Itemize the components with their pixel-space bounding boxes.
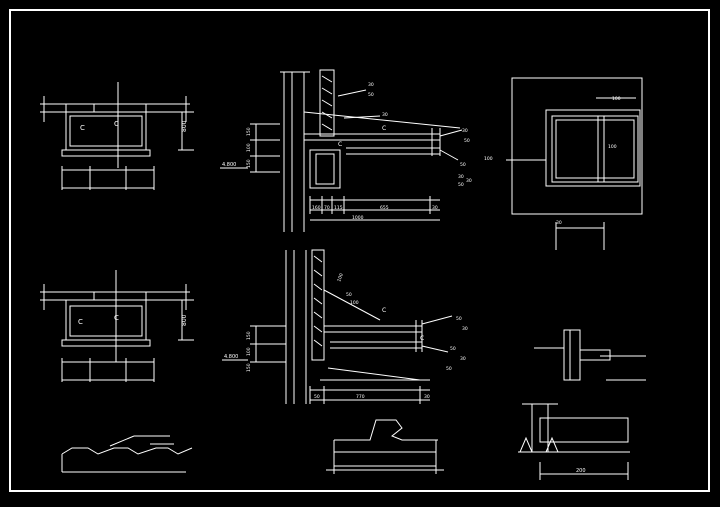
section-top-note-7: 30 xyxy=(458,174,464,180)
section-top-note-6: 50 xyxy=(460,162,466,168)
section-bottom-left-dim-1: 150 xyxy=(246,331,252,340)
section-bottom-note-7: 50 xyxy=(446,366,452,372)
plan-bottom-mark2: C xyxy=(114,314,119,322)
section-bottom-mark: C xyxy=(382,307,386,314)
section-bottom-note-8: 30 xyxy=(460,356,466,362)
section-bottom-note-4: 50 xyxy=(456,316,462,322)
section-top-left-dim-1: 150 xyxy=(246,127,252,136)
plan-bottom-height-dim: 800 xyxy=(181,314,188,326)
plan-top-height-dim: 800 xyxy=(181,120,188,132)
section-bottom-left-dim-3: 150 xyxy=(246,363,252,372)
section-top-note-8: 50 xyxy=(458,182,464,188)
section-bottom-level: 4.800 xyxy=(224,354,238,360)
section-bottom-mark2: C xyxy=(420,335,424,342)
section-top-level: 4.800 xyxy=(222,162,236,168)
profile-middle xyxy=(326,419,444,474)
frame-detail: 100 100 100 30 xyxy=(484,77,643,250)
section-bottom-dim-3: 30 xyxy=(424,394,430,400)
plan-left-bottom: 800 C C xyxy=(40,270,194,382)
section-top-dim-5: 30 xyxy=(432,205,438,211)
frame-dim-2: 100 xyxy=(608,144,617,150)
section-top-dim-1: 160 xyxy=(312,205,321,211)
plan-top-mark: C xyxy=(80,124,85,132)
section-bottom-note-6: 50 xyxy=(450,346,456,352)
beam-detail xyxy=(534,329,646,381)
sheet-border xyxy=(9,9,710,492)
section-top-dim-total: 1000 xyxy=(352,215,364,221)
profile-left xyxy=(61,435,193,473)
section-bottom-dim-2: 770 xyxy=(356,394,365,400)
section-top-note-1: 30 xyxy=(368,82,374,88)
plan-bottom-mark: C xyxy=(78,318,83,326)
frame-dim-1: 100 xyxy=(612,96,621,102)
section-bottom-dim-1: 50 xyxy=(314,394,320,400)
plan-top-mark2: C xyxy=(114,120,119,128)
section-top-left-dim-2: 100 xyxy=(246,143,252,152)
section-bottom-note-3: 100 xyxy=(350,300,359,306)
section-top-mark: C xyxy=(382,125,386,132)
section-top-left-dim-3: 150 xyxy=(246,159,252,168)
section-top-dim-3: 115 xyxy=(334,205,343,211)
section-bottom-note-1: 100 xyxy=(336,272,345,282)
section-top-dim-4: 655 xyxy=(380,205,389,211)
section-bottom: 4.800 50 770 30 150 100 150 100 50 100 5… xyxy=(222,249,468,404)
section-bottom-note-2: 50 xyxy=(346,292,352,298)
plan-left-top: 800 C C xyxy=(40,82,194,190)
section-top-mark2: C xyxy=(338,141,342,148)
section-top-dim-2: 70 xyxy=(324,205,330,211)
bracket-dim: 200 xyxy=(576,468,586,474)
section-top-note-9: 30 xyxy=(466,178,472,184)
section-bottom-left-dim-2: 100 xyxy=(246,347,252,356)
section-top-note-5: 50 xyxy=(464,138,470,144)
section-bottom-note-5: 30 xyxy=(462,326,468,332)
section-top-note-2: 50 xyxy=(368,92,374,98)
bracket-detail: 200 xyxy=(518,403,630,480)
section-top: 4.800 160 70 115 655 30 1000 150 100 150… xyxy=(220,69,472,232)
section-top-note-4: 30 xyxy=(462,128,468,134)
section-top-note-3: 30 xyxy=(382,112,388,118)
frame-dim-3: 100 xyxy=(484,156,493,162)
frame-dim-4: 30 xyxy=(556,220,562,226)
